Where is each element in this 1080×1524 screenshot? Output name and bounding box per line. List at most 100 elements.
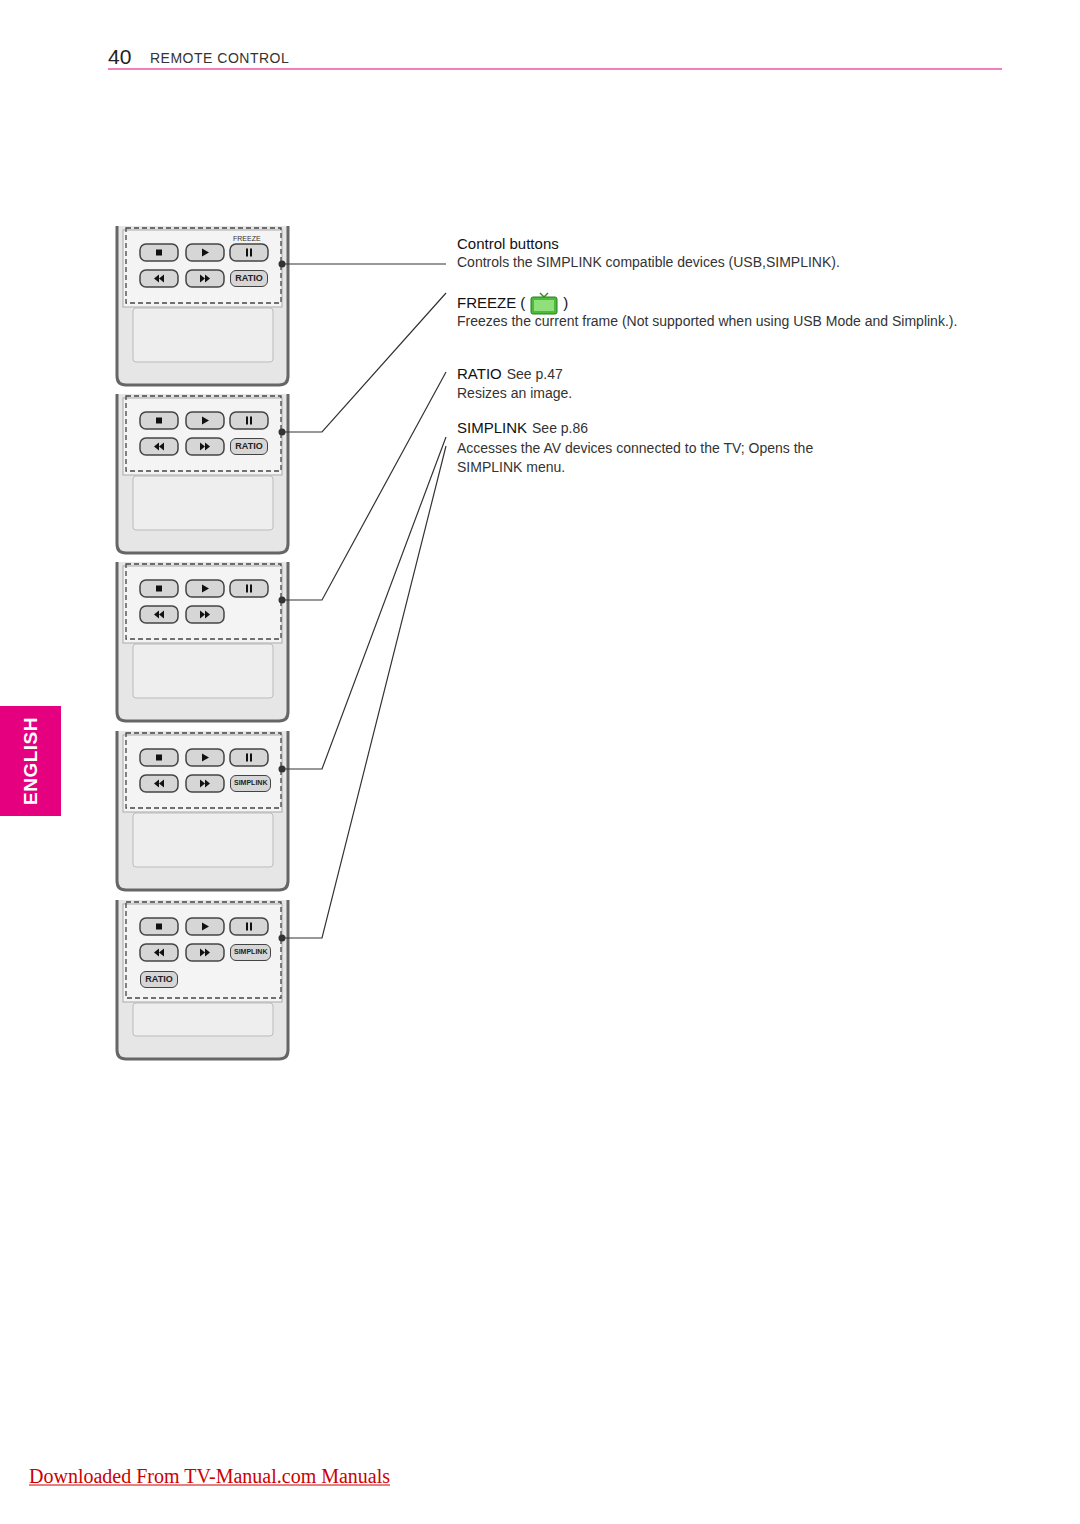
heading: FREEZE (: [457, 294, 525, 311]
button-label: RATIO: [235, 441, 262, 451]
text-row: Freezes the current frame (Not supported…: [457, 312, 992, 331]
dashed-outline: [126, 733, 281, 808]
text-row: SIMPLINK See p.86: [457, 419, 588, 436]
remote-body: [117, 394, 288, 553]
leader-line: [282, 437, 446, 769]
remote-button: [230, 918, 268, 935]
icon-screen: [531, 297, 557, 314]
remote-button: SIMPLINK: [230, 775, 271, 792]
remote-face: [123, 566, 282, 643]
remote-body: [117, 562, 288, 721]
heading: SIMPLINK: [457, 419, 527, 436]
heading: ): [563, 294, 568, 311]
icon-screen-inner: [534, 300, 554, 311]
rewind-symbol: [154, 611, 159, 619]
forward-symbol: [205, 443, 210, 451]
rewind-symbol: [154, 275, 159, 283]
remote-button: [186, 270, 224, 287]
forward-symbol: [200, 611, 205, 619]
rewind-symbol: [159, 780, 164, 788]
stop-symbol: [156, 250, 162, 256]
forward-symbol: [205, 949, 210, 957]
dashed-outline: [126, 902, 281, 998]
remote-body: [117, 226, 288, 385]
remote-face: [123, 904, 282, 1002]
remote-panel: [133, 644, 273, 698]
rewind-symbol: [154, 443, 159, 451]
remote-button: [186, 438, 224, 455]
remote-button: [230, 244, 268, 261]
button-label: RATIO: [145, 974, 172, 984]
remote-panel: [133, 1003, 273, 1036]
remote-button: [140, 775, 178, 792]
text-row: Accesses the AV devices connected to the…: [457, 439, 829, 477]
remote-button: [186, 412, 224, 429]
remote-panel: [133, 476, 273, 530]
remote-button: [140, 606, 178, 623]
remote-button: SIMPLINK: [230, 944, 271, 961]
pause-symbol: [250, 249, 252, 257]
source-link: Downloaded From TV-Manual.com Manuals: [29, 1465, 390, 1488]
rewind-symbol: [159, 611, 164, 619]
rewind-symbol: [154, 780, 159, 788]
pause-symbol: [246, 754, 248, 762]
language-tab: ENGLISH: [0, 706, 61, 816]
remote-button: RATIO: [230, 270, 268, 287]
rewind-symbol: [159, 443, 164, 451]
pause-symbol: [246, 249, 248, 257]
remote-button: [186, 944, 224, 961]
stop-symbol: [156, 586, 162, 592]
description: Controls the SIMPLINK compatible devices…: [457, 254, 840, 270]
remote-panel: [133, 813, 273, 867]
page-reference: See p.47: [507, 366, 563, 382]
forward-symbol: [200, 443, 205, 451]
page-reference: See p.86: [532, 420, 588, 436]
leader-line: [282, 263, 446, 264]
remote-button: RATIO: [230, 438, 268, 455]
remote-button: [186, 749, 224, 766]
remote-button: [186, 775, 224, 792]
remote-button: [140, 918, 178, 935]
pause-symbol: [250, 585, 252, 593]
forward-symbol: [205, 611, 210, 619]
icon-antenna: [540, 293, 544, 297]
rewind-symbol: [159, 275, 164, 283]
leader-line: [282, 446, 446, 938]
remote-face: [123, 398, 282, 475]
pause-symbol: [250, 923, 252, 931]
remote-button: [230, 749, 268, 766]
rewind-symbol: [154, 949, 159, 957]
page-number: 40: [108, 45, 131, 69]
remote-button: RATIO: [140, 971, 178, 988]
button-caption: FREEZE: [233, 235, 261, 242]
button-label: SIMPLINK: [234, 948, 267, 955]
forward-symbol: [200, 949, 205, 957]
pause-symbol: [246, 585, 248, 593]
pause-symbol: [246, 417, 248, 425]
play-symbol: [202, 585, 209, 593]
remote-button: [140, 944, 178, 961]
remote-button: [140, 438, 178, 455]
text-row: FREEZE (): [457, 291, 568, 314]
forward-symbol: [200, 780, 205, 788]
pause-symbol: [250, 754, 252, 762]
leader-line: [282, 293, 446, 432]
description: Accesses the AV devices connected to the…: [457, 439, 829, 477]
remote-button: [230, 580, 268, 597]
text-row: Control buttons: [457, 235, 559, 252]
button-label: SIMPLINK: [234, 779, 267, 786]
icon-antenna: [544, 293, 548, 297]
leader-line: [282, 372, 446, 600]
remote-illustrations: [117, 226, 446, 1059]
dashed-outline: [126, 228, 281, 303]
pause-symbol: [246, 923, 248, 931]
play-symbol: [202, 249, 209, 257]
remote-button: [140, 580, 178, 597]
play-symbol: [202, 417, 209, 425]
header-rule: [108, 69, 1002, 70]
dashed-outline: [126, 396, 281, 471]
remote-body: [117, 900, 288, 1059]
button-label: RATIO: [235, 273, 262, 283]
